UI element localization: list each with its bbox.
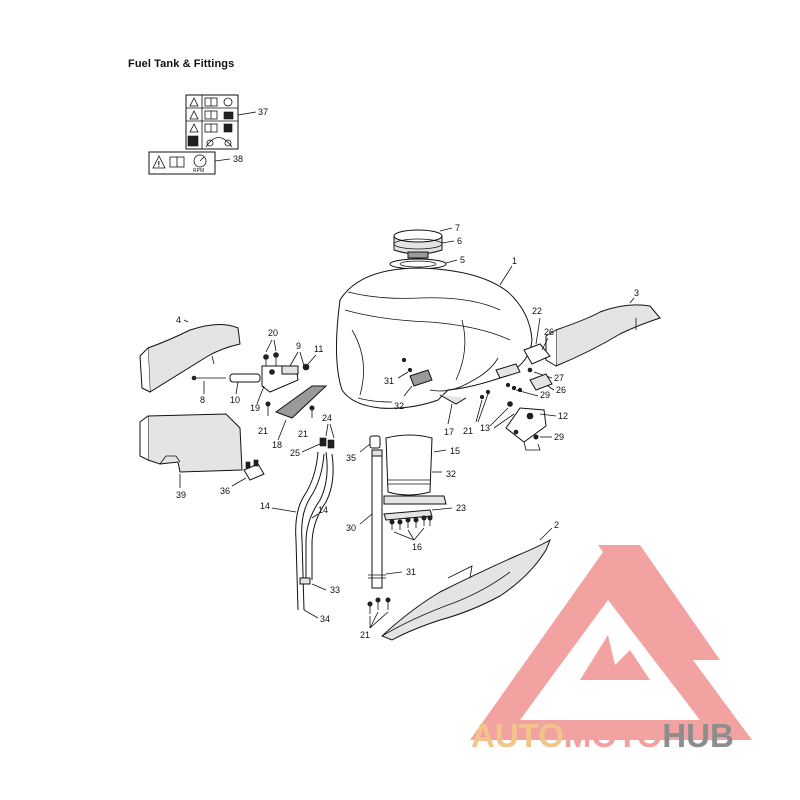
callout-34: 34 [320,614,330,624]
callout-5: 5 [460,255,465,265]
watermark-hub: HUB [662,717,734,754]
spacer-tube [229,373,261,383]
callout-24: 24 [322,413,332,423]
watermark-stroke-inner [580,635,650,680]
callout-21c: 21 [463,426,473,436]
callout-19: 19 [250,403,260,413]
callout-21a: 21 [258,426,268,436]
fuel-pump-housing [385,434,433,496]
callout-23: 23 [456,503,466,513]
tachometer-icon [193,154,207,168]
fuel-pump-icon [223,111,234,120]
svg-text:!: ! [158,160,161,169]
callout-7: 7 [455,223,460,233]
left-mounting-hardware: 8 10 20 9 11 19 18 [191,328,328,450]
rider-icon [205,137,233,148]
decal-rpm-text: RPM [193,168,204,174]
callout-9: 9 [296,341,301,351]
callout-15: 15 [450,446,460,456]
callout-33: 33 [330,585,340,595]
callout-36: 36 [220,486,230,496]
warning-triangle-icon [189,97,199,107]
fuel-filter-tube [371,453,383,589]
callout-38: 38 [233,154,243,164]
callout-18: 18 [272,440,282,450]
callout-10: 10 [230,395,240,405]
callout-21d: 21 [360,630,370,640]
air-box-cover: 39 [139,413,243,500]
callout-16: 16 [412,542,422,552]
callout-25: 25 [290,448,300,458]
side-cover-right: 3 [545,288,661,367]
callout-31a: 31 [384,376,394,386]
callout-29b: 29 [554,432,564,442]
watermark-logo [470,545,752,740]
callout-37: 37 [258,107,268,117]
callout-17: 17 [444,427,454,437]
fuel-pump-assembly: 15 32 23 16 31 30 35 [346,434,466,640]
rubber-bush [529,373,553,391]
filter-cap [369,435,381,449]
callout-6: 6 [457,236,462,246]
watermark-stroke-m [598,545,720,660]
gasket-ring [389,258,447,270]
fuel-tank: 1 [335,256,533,409]
callout-39: 39 [176,490,186,500]
callout-2: 2 [554,520,559,530]
callout-32a: 32 [394,401,404,411]
callout-27: 27 [554,373,564,383]
warning-triangle-icon [152,155,166,169]
callout-21b: 21 [298,429,308,439]
side-cover-left: 4 [139,315,241,393]
callout-14a: 14 [260,501,270,511]
watermark-auto: AUTO [471,717,564,754]
tank-fittings: 17 31 32 [384,367,454,437]
callout-11: 11 [314,344,323,354]
callout-29a: 29 [540,390,550,400]
watermark-text: AUTOMOTOHUB [471,717,734,755]
warning-decal-38: ! RPM 38 [148,151,243,175]
callout-1: 1 [512,256,517,266]
callout-8: 8 [200,395,205,405]
fuel-cap-assembly: 7 6 5 [389,223,465,270]
under-tank-cover: 2 [381,520,559,641]
callout-26a: 26 [544,327,554,337]
rubber-mount [523,343,551,365]
helmet-icon [187,135,199,147]
callout-35: 35 [346,453,356,463]
callout-12: 12 [558,411,568,421]
hose-clip: 36 [220,459,265,496]
callout-30: 30 [346,523,356,533]
right-mounting-hardware: 22 26 27 26 29 12 13 29 [463,306,568,451]
warning-decal-37: 37 [185,94,268,150]
callout-4: 4 [176,315,181,325]
tank-shell [335,267,533,409]
warning-triangle-icon [189,123,199,133]
tool-icon [223,123,233,133]
callout-26b: 26 [556,385,566,395]
rubber-pad [409,369,433,387]
watermark-moto: MOTO [563,717,663,754]
diagram-title: Fuel Tank & Fittings [128,58,235,70]
callout-31b: 31 [406,567,416,577]
pump-mount-plate [383,509,433,521]
callout-20: 20 [268,328,278,338]
callout-22: 22 [532,306,542,316]
callout-13: 13 [480,423,490,433]
callout-14b: 14 [318,505,328,515]
warning-triangle-icon [189,110,199,120]
callout-3: 3 [634,288,639,298]
fuel-hoses: 24 25 14 14 33 34 [260,413,340,624]
callout-32b: 32 [446,469,456,479]
heat-shield-plate [274,385,328,419]
pump-flange [383,495,447,505]
gauge-icon [223,97,233,107]
